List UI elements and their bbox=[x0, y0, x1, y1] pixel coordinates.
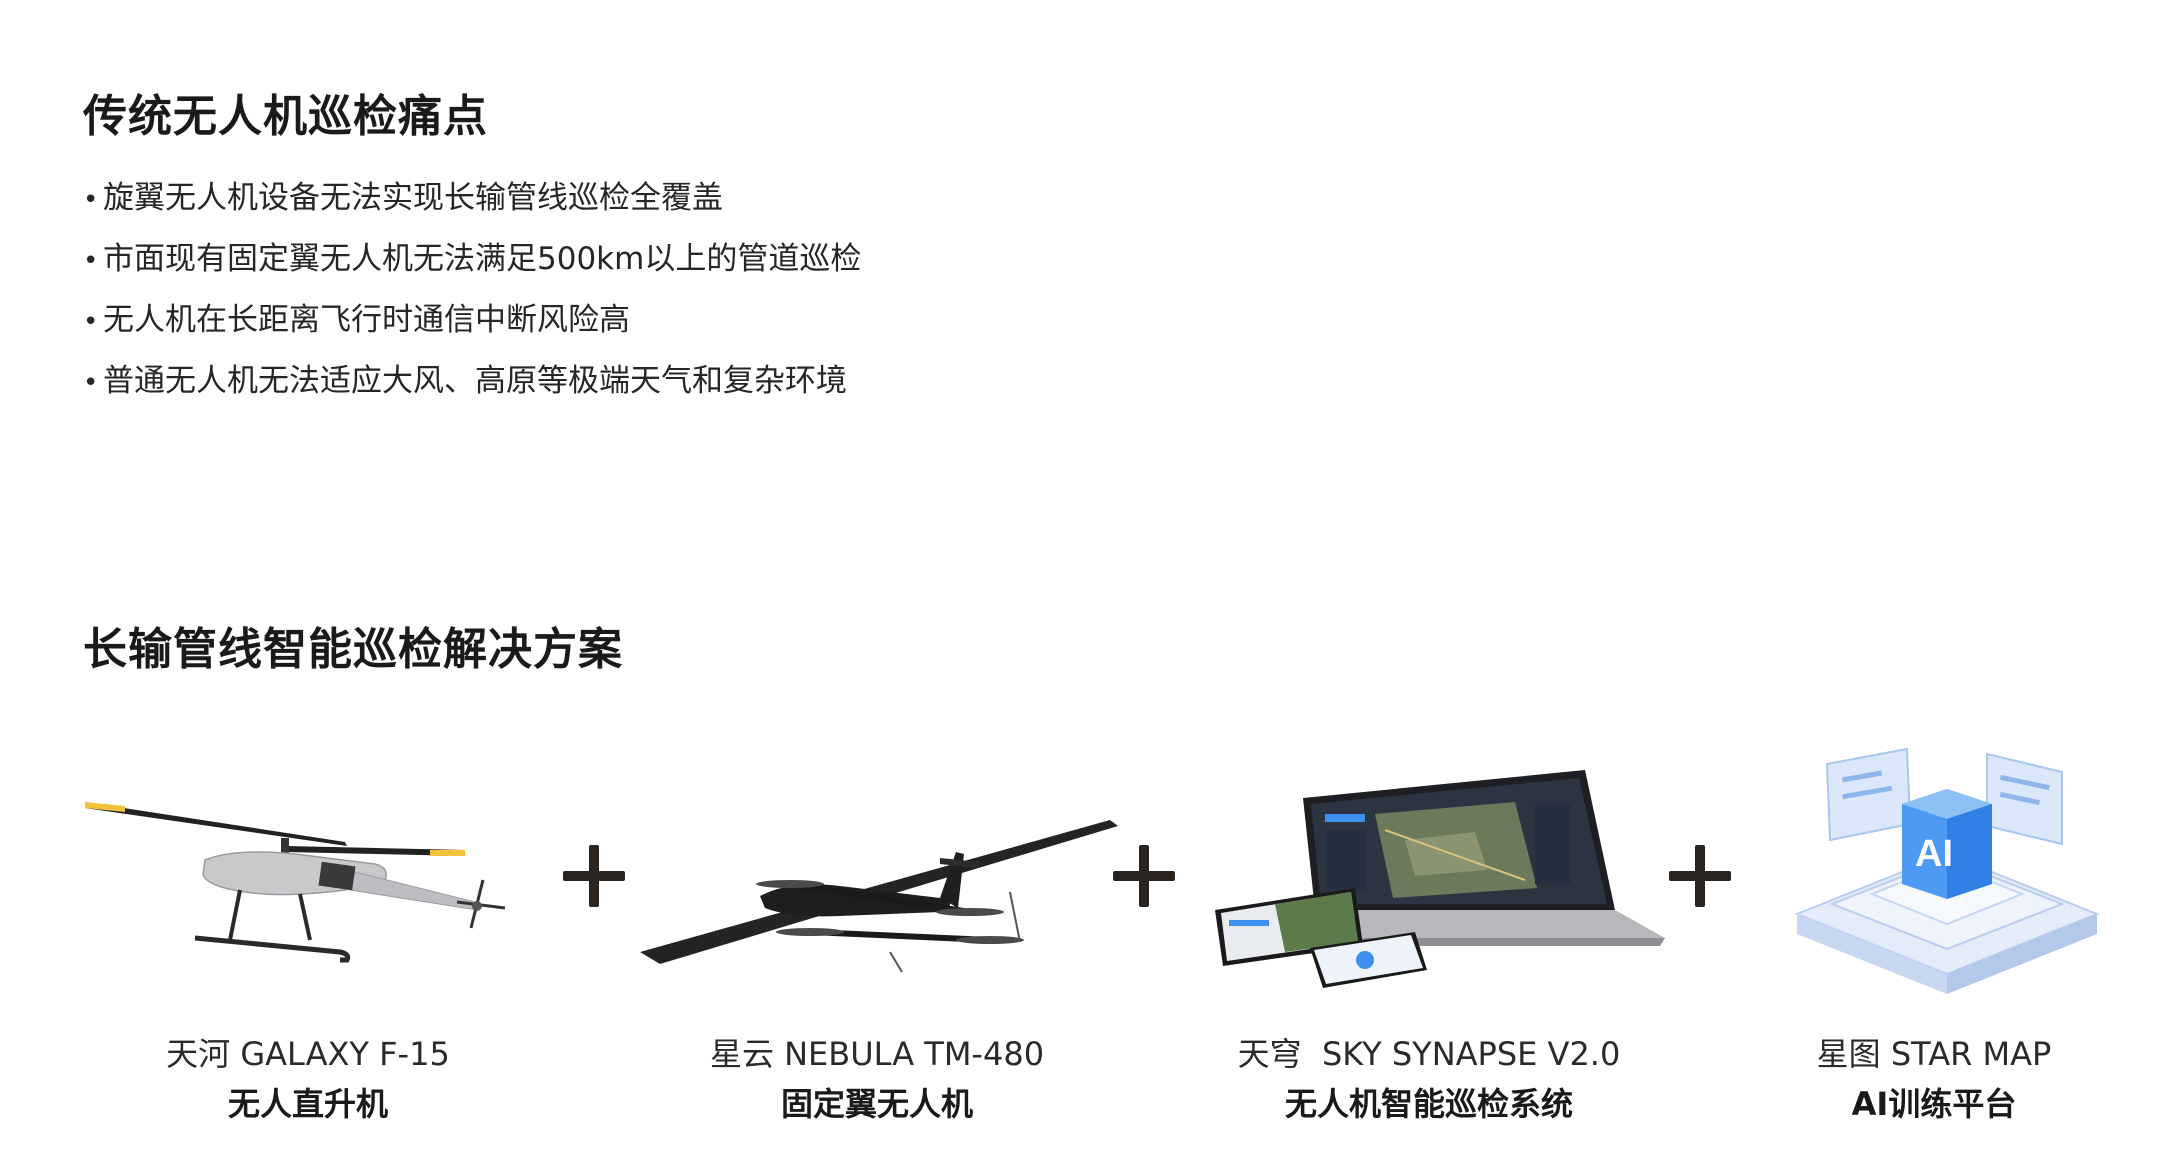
product-subtitle: 无人机智能巡检系统 bbox=[1284, 1085, 1573, 1123]
solution-title: 长输管线智能巡检解决方案 bbox=[83, 624, 623, 675]
list-item: •普通无人机无法适应大风、高原等极端天气和复杂环境 bbox=[83, 355, 861, 416]
plus-icon bbox=[1113, 845, 1175, 907]
pain-points-title: 传统无人机巡检痛点 bbox=[83, 91, 488, 142]
list-item: •无人机在长距离飞行时通信中断风险高 bbox=[83, 294, 861, 355]
product-name: 天穹 SKY SYNAPSE V2.0 bbox=[1237, 1035, 1621, 1073]
list-item: •市面现有固定翼无人机无法满足500km以上的管道巡检 bbox=[83, 233, 861, 294]
product-caption: 天穹 SKY SYNAPSE V2.0 无人机智能巡检系统 bbox=[1149, 1030, 1709, 1130]
product-name: 星图 STAR MAP bbox=[1816, 1035, 2052, 1073]
list-item: •旋翼无人机设备无法实现长输管线巡检全覆盖 bbox=[83, 172, 861, 233]
product-caption: 天河 GALAXY F-15 无人直升机 bbox=[28, 1030, 588, 1130]
product-name: 星云 NEBULA TM-480 bbox=[709, 1035, 1045, 1073]
pain-point-text: 普通无人机无法适应大风、高原等极端天气和复杂环境 bbox=[103, 363, 847, 399]
pain-points-list: •旋翼无人机设备无法实现长输管线巡检全覆盖 •市面现有固定翼无人机无法满足500… bbox=[83, 172, 861, 416]
plus-icon bbox=[1669, 845, 1731, 907]
plus-icon bbox=[563, 845, 625, 907]
pain-point-text: 无人机在长距离飞行时通信中断风险高 bbox=[103, 302, 630, 338]
product-caption: 星图 STAR MAP AI训练平台 bbox=[1654, 1030, 2160, 1130]
bullet-icon: • bbox=[83, 368, 99, 398]
pain-point-text: 市面现有固定翼无人机无法满足500km以上的管道巡检 bbox=[103, 241, 862, 277]
ai-badge-text: AI bbox=[1915, 833, 1953, 875]
helicopter-image bbox=[85, 790, 525, 980]
ai-platform-image: AI bbox=[1792, 744, 2102, 1014]
inspection-system-devices-image bbox=[1215, 770, 1665, 990]
bullet-icon: • bbox=[83, 185, 99, 215]
product-subtitle: AI训练平台 bbox=[1851, 1085, 2017, 1123]
product-name: 天河 GALAXY F-15 bbox=[166, 1035, 450, 1073]
bullet-icon: • bbox=[83, 307, 99, 337]
product-subtitle: 无人直升机 bbox=[227, 1085, 388, 1123]
product-caption: 星云 NEBULA TM-480 固定翼无人机 bbox=[597, 1030, 1157, 1130]
pain-point-text: 旋翼无人机设备无法实现长输管线巡检全覆盖 bbox=[103, 180, 723, 216]
product-subtitle: 固定翼无人机 bbox=[780, 1085, 973, 1123]
bullet-icon: • bbox=[83, 246, 99, 276]
fixed-wing-drone-image bbox=[640, 812, 1120, 982]
